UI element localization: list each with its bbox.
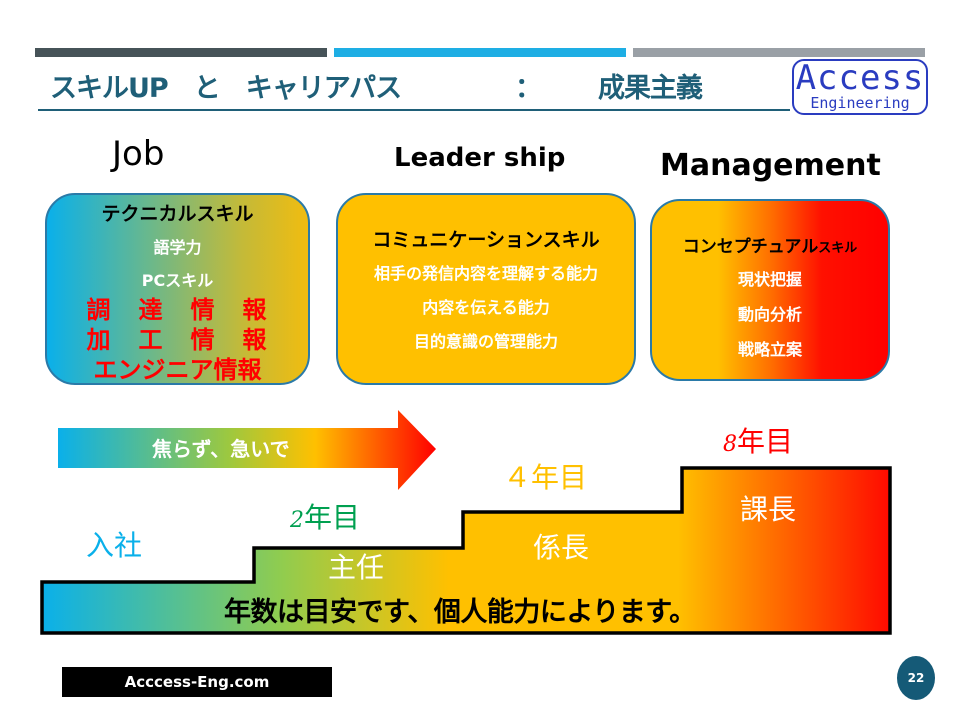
- year-number: 2: [290, 508, 304, 533]
- step-section-head: 課長: [740, 493, 797, 526]
- footer-site: Acccess-Eng.com: [62, 667, 332, 697]
- skill-item: 相手の発信内容を理解する能力: [373, 264, 598, 283]
- page-number: 22: [897, 656, 935, 700]
- label-year-2: 2年目: [290, 496, 360, 536]
- skill-item-red: エンジニア情報: [93, 356, 262, 384]
- step-chief: 主任: [328, 551, 385, 584]
- arrow-label: 焦らず、急いで: [152, 437, 290, 461]
- step-subsection-head: 係長: [533, 531, 590, 564]
- communication-skill-box: コミュニケーションスキル 相手の発信内容を理解する能力 内容を伝える能力 目的意…: [336, 193, 636, 385]
- header-bar-blue: [334, 48, 626, 57]
- progress-arrow: [58, 410, 436, 490]
- label-year-4: ４年目: [503, 461, 588, 494]
- title-underline: [38, 109, 790, 111]
- year-suffix: 年目: [737, 425, 794, 458]
- year-suffix: 年目: [304, 501, 361, 534]
- skill-item-red: 加 工 情 報: [86, 326, 269, 354]
- skill-item-red: 調 達 情 報: [86, 296, 269, 324]
- year-number: 8: [723, 432, 737, 457]
- skill-item: PCスキル: [141, 271, 214, 290]
- column-heading-leadership: Leader ship: [394, 143, 566, 173]
- label-join-company: 入社: [86, 529, 143, 562]
- skill-title-main: コンセプチュアル: [682, 237, 819, 257]
- career-staircase: [40, 466, 892, 635]
- title-sub: 成果主義: [598, 73, 703, 104]
- skill-item: 語学力: [153, 238, 202, 257]
- skill-item: 戦略立案: [737, 340, 802, 359]
- label-year-8: 8年目: [723, 420, 793, 460]
- skill-item: 目的意識の管理能力: [413, 332, 558, 351]
- column-heading-management: Management: [660, 148, 881, 183]
- conceptual-skill-box: コンセプチュアルスキル 現状把握 動向分析 戦略立案: [650, 199, 890, 381]
- logo-text-engineering: Engineering: [810, 94, 910, 112]
- title-main: スキルUP と キャリアパス: [50, 73, 402, 104]
- skill-title: コミュニケーションスキル: [372, 229, 600, 251]
- header-bar-dark: [35, 48, 327, 57]
- skill-title: コンセプチュアルスキル: [652, 232, 888, 257]
- title-colon: ：: [515, 73, 542, 104]
- skill-item: 内容を伝える能力: [422, 298, 550, 317]
- logo-text-access: Access: [795, 58, 925, 98]
- header-bar-gray: [633, 48, 925, 57]
- skill-item: 現状把握: [737, 270, 802, 289]
- skill-item: 動向分析: [737, 305, 802, 324]
- skill-title: テクニカルスキル: [101, 203, 254, 225]
- company-logo: Access Engineering: [792, 59, 928, 115]
- technical-skill-box: テクニカルスキル 語学力 PCスキル 調 達 情 報 加 工 情 報 エンジニア…: [45, 193, 310, 385]
- column-heading-job: Job: [112, 134, 165, 174]
- skill-title-small: スキル: [818, 241, 858, 256]
- staircase-note: 年数は目安です、個人能力によります。: [224, 597, 696, 628]
